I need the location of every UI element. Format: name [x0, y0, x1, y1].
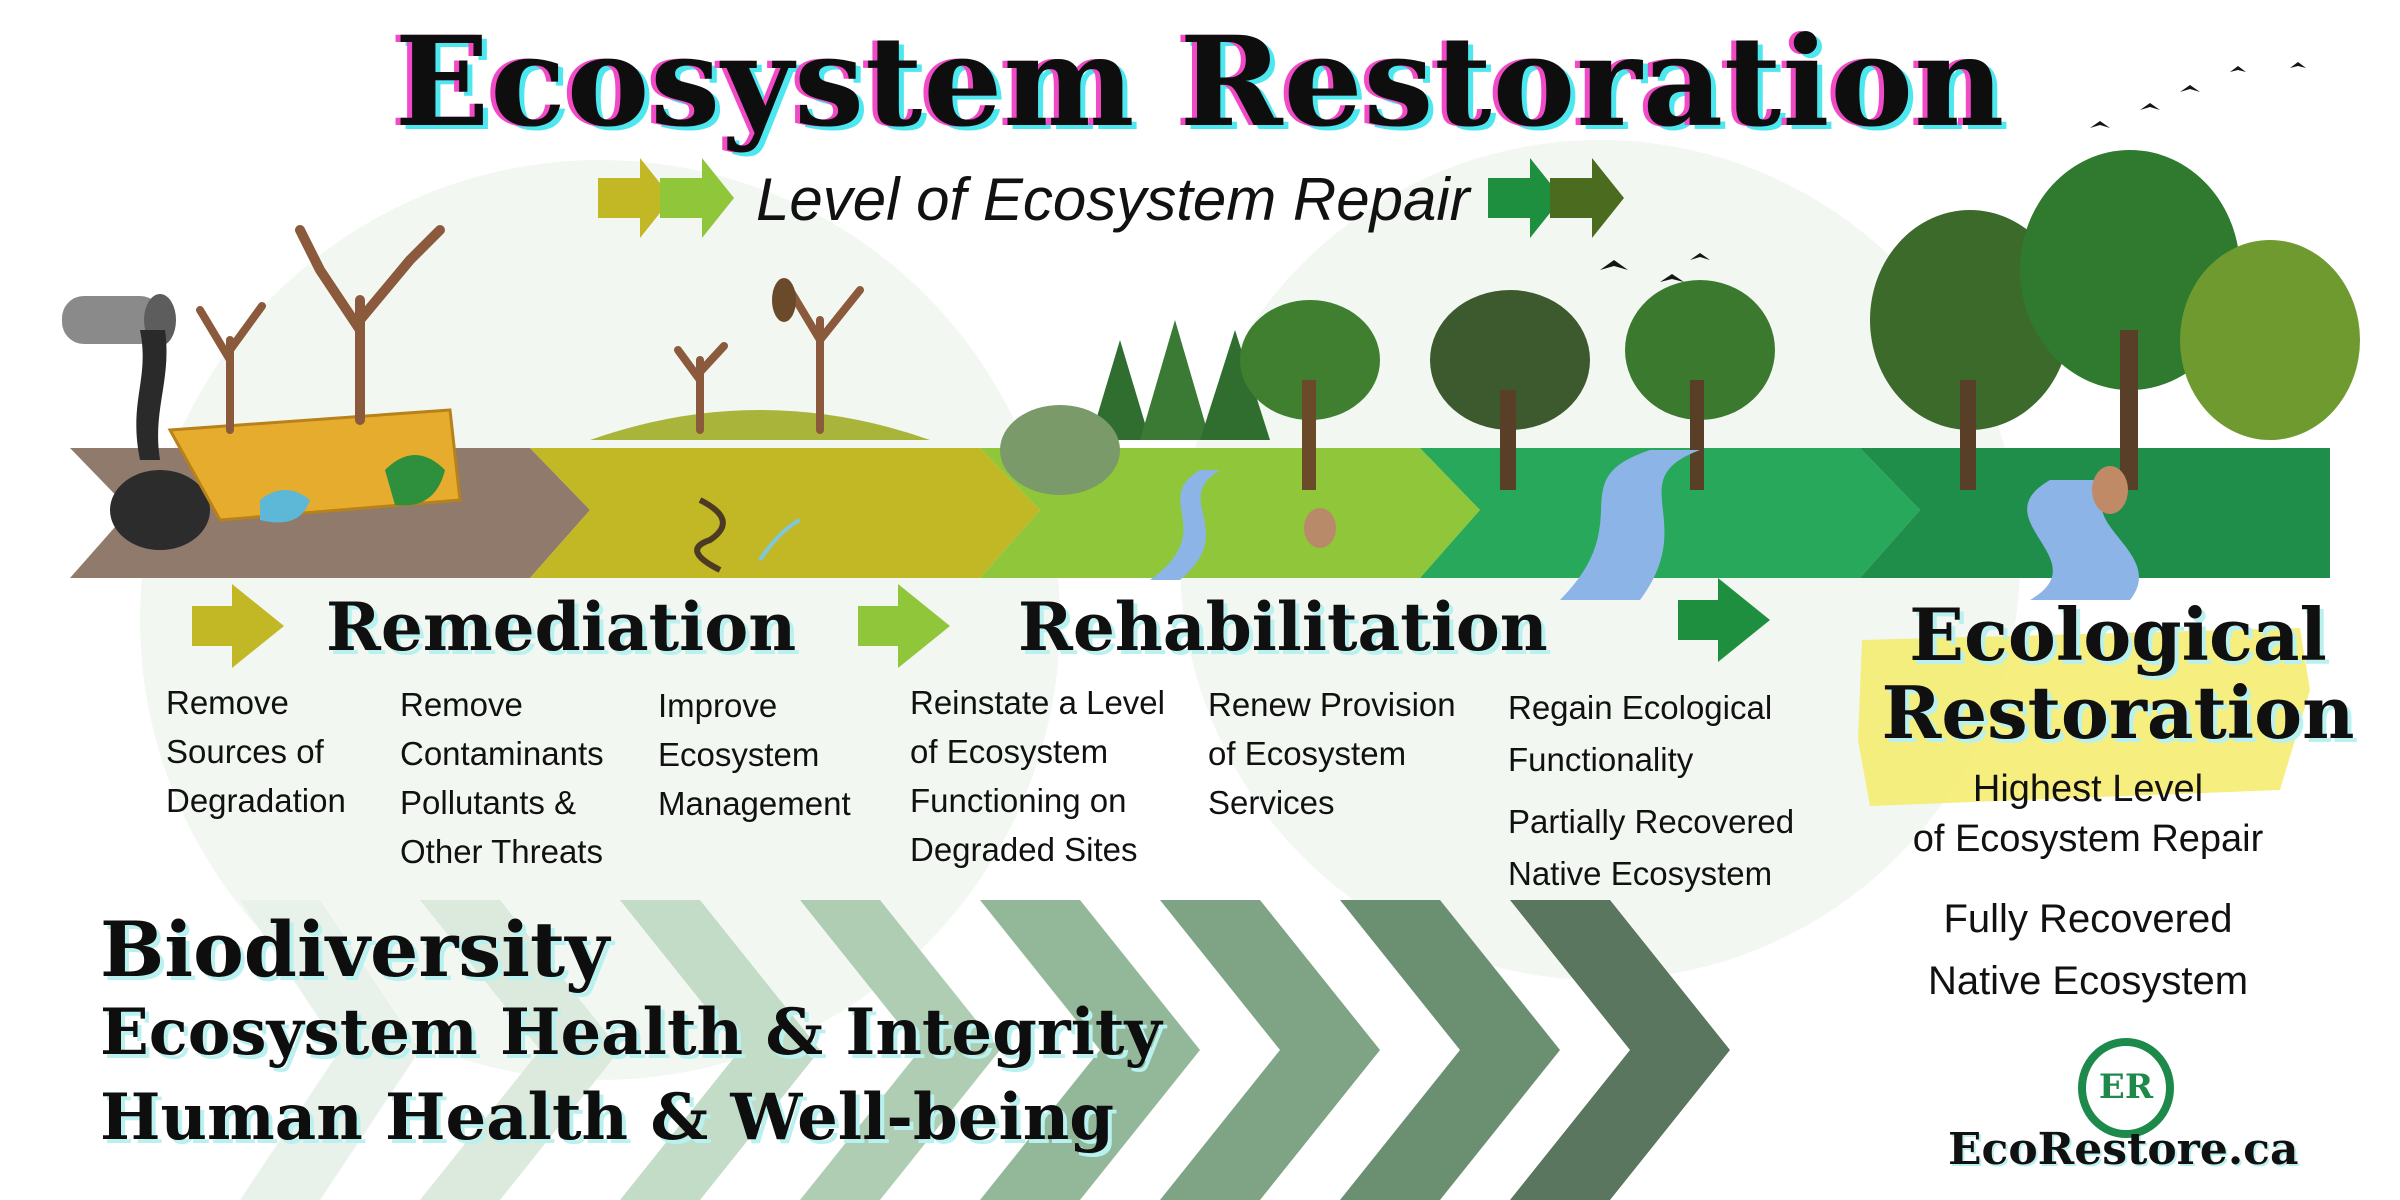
step-line: Services — [1208, 784, 1335, 821]
step-improve-management: Improve Ecosystem Management — [658, 681, 851, 828]
heading-line: Ecological — [1909, 592, 2327, 677]
bird-icon — [2090, 62, 2306, 128]
step-line: Functioning on — [910, 782, 1127, 819]
subtitle-line: Highest Level — [1972, 768, 2204, 810]
river-icon — [1560, 450, 1700, 600]
dead-tree-icon — [196, 302, 266, 434]
step-line: Remove — [400, 686, 523, 723]
dead-tree-icon — [295, 225, 445, 425]
chevron-icon — [1510, 900, 1730, 1200]
subtitle-line: of Ecosystem Repair — [1912, 818, 2264, 860]
highest-level-subtitle: Highest Level of Ecosystem Repair — [1858, 764, 2318, 864]
chevron-icon — [1340, 900, 1560, 1200]
bird-icon — [1600, 253, 1710, 282]
river-icon — [1150, 470, 1220, 580]
benefit-biodiversity: Biodiversity — [100, 905, 610, 994]
fully-recovered-outcome: Fully Recovered Native Ecosystem — [1858, 888, 2318, 1012]
step-partially-recovered: Partially Recovered Native Ecosystem — [1508, 796, 1794, 900]
arrow-icon — [192, 584, 284, 668]
chevron-icon — [240, 900, 420, 1200]
remediation-heading: Remediation — [326, 588, 797, 666]
chevron-icon — [800, 900, 1000, 1200]
degraded-site — [62, 225, 462, 550]
step-line: Contaminants — [400, 735, 604, 772]
heading-line: Restoration — [1881, 670, 2355, 755]
repair-arrows-left — [598, 158, 734, 238]
step-line: of Ecosystem — [910, 733, 1109, 770]
chevron-icon — [620, 900, 820, 1200]
step-line: Management — [658, 785, 851, 822]
highlight-brush — [1858, 628, 2310, 806]
step-line: of Ecosystem — [1208, 735, 1407, 772]
step-renew-services: Renew Provision of Ecosystem Services — [1208, 680, 1456, 827]
arrow-icon — [858, 584, 950, 668]
step-line: Reinstate a Level — [910, 684, 1165, 721]
step-reinstate-functioning: Reinstate a Level of Ecosystem Functioni… — [910, 678, 1165, 874]
step-line: Regain Ecological — [1508, 689, 1773, 726]
bird-icon — [772, 278, 796, 322]
step-line: Sources of — [166, 733, 324, 770]
step-regain-functionality: Regain Ecological Functionality — [1508, 682, 1772, 786]
step-line: Functionality — [1508, 741, 1694, 778]
step-line: Native Ecosystem — [1508, 855, 1773, 892]
restored-site — [1870, 62, 2360, 600]
step-line: Other Threats — [400, 833, 603, 870]
pipe-icon — [62, 294, 176, 460]
ecological-restoration-heading: Ecological Restoration — [1858, 596, 2378, 752]
brand-name: EcoRestore.ca — [1948, 1124, 2299, 1175]
step-line: Pollutants & — [400, 784, 577, 821]
logo-letters: ER — [2098, 1067, 2154, 1107]
outcome-line: Fully Recovered — [1943, 897, 2233, 941]
step-line: Remove — [166, 684, 289, 721]
benefit-ecosystem-health: Ecosystem Health & Integrity — [100, 995, 1162, 1070]
step-line: Ecosystem — [658, 736, 820, 773]
repair-scale-label: Level of Ecosystem Repair — [756, 166, 1470, 233]
step-line: Renew Provision — [1208, 686, 1456, 723]
arrow-icon — [1678, 578, 1770, 662]
step-line: Partially Recovered — [1508, 803, 1795, 840]
rehabilitation-site — [1000, 300, 1380, 580]
chevron-icon — [420, 900, 620, 1200]
tree-icon — [1430, 280, 1775, 490]
repair-arrows-right — [1488, 158, 1624, 238]
rehabilitation-heading: Rehabilitation — [1018, 588, 1548, 666]
step-line: Degradation — [166, 782, 346, 819]
recovery-site — [1430, 253, 1775, 600]
step-remove-contaminants: Remove Contaminants Pollutants & Other T… — [400, 680, 604, 876]
step-line: Improve — [658, 687, 778, 724]
outcome-line: Native Ecosystem — [1927, 959, 2249, 1003]
arrow-icon — [1550, 158, 1624, 238]
tree-icon — [1870, 150, 2360, 490]
remediation-site — [590, 278, 930, 573]
page-title: Ecosystem Restoration — [394, 10, 2006, 155]
step-line: Degraded Sites — [910, 831, 1138, 868]
tree-icon — [1000, 300, 1380, 495]
benefit-human-health: Human Health & Well-being — [100, 1080, 1115, 1155]
arrow-icon — [598, 158, 672, 238]
progress-chevrons — [240, 900, 1730, 1200]
chevron-icon — [980, 900, 1200, 1200]
arrow-icon — [1488, 158, 1562, 238]
step-remove-sources: Remove Sources of Degradation — [166, 678, 346, 825]
river-icon — [2027, 480, 2139, 600]
chevron-icon — [1160, 900, 1380, 1200]
arrow-icon — [660, 158, 734, 238]
logo-badge — [2078, 1038, 2174, 1138]
